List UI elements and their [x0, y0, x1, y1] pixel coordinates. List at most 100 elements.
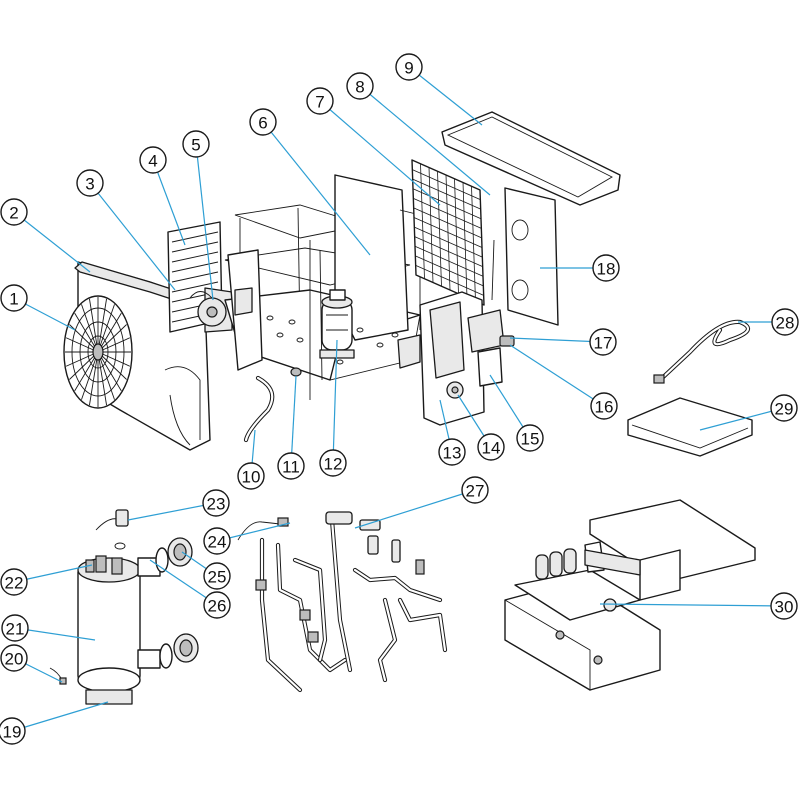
callout-5: 5 — [182, 130, 210, 158]
refrigerant-pipework — [237, 511, 448, 693]
callout-circle — [770, 394, 798, 422]
callout-number: 12 — [324, 455, 343, 474]
callout-number: 19 — [3, 723, 22, 742]
callout-number: 1 — [9, 290, 18, 309]
electrical-side-panel — [419, 291, 515, 426]
callout-17: 17 — [589, 328, 617, 356]
leader-line-2 — [13, 211, 91, 273]
drain-fitting — [290, 367, 302, 377]
callout-number: 17 — [594, 334, 613, 353]
callout-22: 22 — [0, 568, 28, 596]
callout-number: 8 — [355, 78, 364, 97]
callout-number: 16 — [595, 398, 614, 417]
leader-line-9 — [408, 66, 483, 126]
drain-hose — [243, 375, 275, 443]
callout-number: 7 — [315, 93, 324, 112]
callout-2: 2 — [0, 198, 28, 226]
callout-circle — [76, 169, 104, 197]
callout-15: 15 — [516, 424, 544, 452]
callout-6: 6 — [249, 108, 277, 136]
unit-frame-chassis — [224, 174, 421, 400]
callout-circle — [516, 424, 544, 452]
callout-circle — [319, 449, 347, 477]
callout-circle — [590, 392, 618, 420]
power-cable — [653, 319, 751, 384]
callout-number: 27 — [466, 482, 485, 501]
callout-16: 16 — [590, 392, 618, 420]
callout-number: 10 — [242, 468, 261, 487]
callout-circle — [139, 146, 167, 174]
callout-number: 24 — [208, 533, 227, 552]
callout-circle — [771, 308, 799, 336]
evaporator-and-fan-motor — [167, 221, 233, 333]
callout-12: 12 — [319, 449, 347, 477]
callout-number: 6 — [258, 114, 267, 133]
leader-line-8 — [359, 85, 491, 196]
callout-number: 29 — [775, 400, 794, 419]
callout-number: 2 — [9, 204, 18, 223]
rear-mesh-guard — [411, 159, 485, 306]
callout-3: 3 — [76, 169, 104, 197]
titanium-heat-exchanger — [77, 555, 161, 705]
winter-cover — [627, 397, 753, 457]
leader-line-5 — [195, 143, 214, 301]
callout-number: 30 — [775, 598, 794, 617]
leader-line-7 — [319, 100, 441, 206]
callout-11: 11 — [277, 452, 305, 480]
callout-19: 19 — [0, 717, 26, 745]
callout-number: 15 — [521, 430, 540, 449]
callout-circle — [395, 53, 423, 81]
callout-circle — [592, 254, 620, 282]
callout-23: 23 — [202, 489, 230, 517]
callout-number: 9 — [404, 59, 413, 78]
callout-7: 7 — [306, 87, 334, 115]
callout-circle — [346, 72, 374, 100]
callout-8: 8 — [346, 72, 374, 100]
callout-circle — [203, 562, 231, 590]
leader-line-30 — [599, 603, 785, 607]
callout-circle — [237, 462, 265, 490]
callout-4: 4 — [139, 146, 167, 174]
callout-30: 30 — [770, 592, 798, 620]
callout-circle — [277, 452, 305, 480]
callout-circle — [0, 717, 26, 745]
callout-26: 26 — [203, 591, 231, 619]
callout-circle — [203, 527, 231, 555]
side-panel — [491, 187, 559, 326]
callout-circle — [0, 568, 28, 596]
callout-number: 25 — [208, 568, 227, 587]
callout-number: 14 — [482, 439, 501, 458]
leader-line-12 — [332, 339, 338, 464]
callout-21: 21 — [1, 614, 29, 642]
callout-circle — [461, 476, 489, 504]
callout-1: 1 — [0, 284, 28, 312]
leader-line-23 — [127, 502, 217, 521]
callout-number: 18 — [597, 260, 616, 279]
callout-circle — [477, 433, 505, 461]
callout-29: 29 — [770, 394, 798, 422]
temperature-sensor — [49, 667, 67, 685]
callout-27: 27 — [461, 476, 489, 504]
callout-circle — [182, 130, 210, 158]
callout-circle — [589, 328, 617, 356]
callout-circle — [203, 591, 231, 619]
callout-number: 3 — [85, 175, 94, 194]
callout-number: 21 — [6, 620, 25, 639]
callout-number: 20 — [5, 650, 24, 669]
electrical-control-box — [504, 499, 756, 691]
leader-line-11 — [290, 375, 297, 467]
leader-line-19 — [11, 701, 109, 732]
leader-line-6 — [262, 121, 371, 256]
callout-14: 14 — [477, 433, 505, 461]
callout-18: 18 — [592, 254, 620, 282]
callout-number: 22 — [5, 574, 24, 593]
callout-circle — [0, 284, 28, 312]
callout-circle — [770, 592, 798, 620]
leader-line-4 — [152, 159, 186, 246]
callout-circle — [1, 614, 29, 642]
callout-number: 23 — [207, 495, 226, 514]
callout-20: 20 — [0, 644, 28, 672]
